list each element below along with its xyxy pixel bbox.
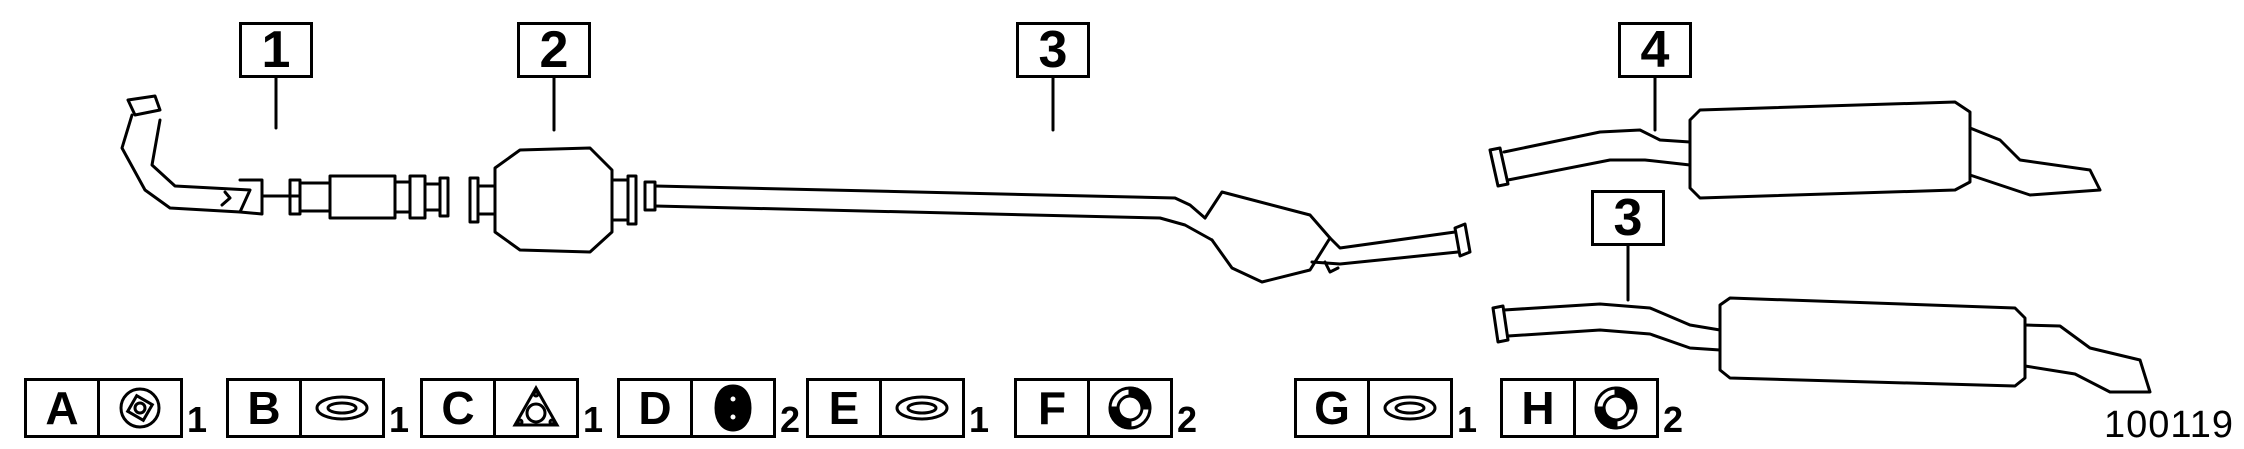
legend-letter: B	[229, 381, 302, 435]
callout-3: 3	[1016, 22, 1090, 78]
legend-quantity: 1	[187, 399, 208, 440]
intermediate-pipe-part-3	[643, 180, 1472, 284]
rubber-hanger-icon	[693, 381, 773, 435]
callout-4: 4	[1618, 22, 1692, 78]
legend-item-e: E 1	[806, 374, 989, 438]
legend-letter: A	[27, 381, 100, 435]
legend-frame: G	[1294, 378, 1453, 438]
legend-quantity: 2	[1663, 399, 1684, 440]
three-bolt-gasket-icon	[496, 381, 576, 435]
rear-silencer-part-4	[1488, 100, 2102, 200]
legend-frame: C	[420, 378, 579, 438]
callout-1: 1	[239, 22, 313, 78]
legend-frame: A	[24, 378, 183, 438]
seal-ring-icon	[1370, 381, 1450, 435]
legend-quantity: 2	[780, 399, 801, 440]
legend-quantity: 1	[1457, 399, 1478, 440]
legend-quantity: 1	[389, 399, 410, 440]
legend-item-h: H 2	[1500, 374, 1683, 438]
legend-item-a: A 1	[24, 374, 207, 438]
legend-letter: C	[423, 381, 496, 435]
legend-item-d: D 2	[617, 374, 800, 438]
legend-letter: H	[1503, 381, 1576, 435]
legend-letter: D	[620, 381, 693, 435]
diagram-reference-number: 100119	[2104, 404, 2234, 446]
legend-frame: D	[617, 378, 776, 438]
rear-silencer-alt-part-3	[1491, 296, 2152, 394]
legend-item-f: F 2	[1014, 374, 1197, 438]
legend-item-g: G 1	[1294, 374, 1477, 438]
legend-quantity: 2	[1177, 399, 1198, 440]
legend-frame: F	[1014, 378, 1173, 438]
legend-quantity: 1	[969, 399, 990, 440]
legend-quantity: 1	[583, 399, 604, 440]
legend-item-c: C 1	[420, 374, 603, 438]
callout-2: 2	[517, 22, 591, 78]
callout-3-alt: 3	[1591, 190, 1665, 246]
catalytic-converter-part-2	[468, 146, 638, 254]
flange-gasket-icon	[100, 381, 180, 435]
front-pipe-part-1	[120, 94, 450, 220]
legend-frame: H	[1500, 378, 1659, 438]
legend-letter: E	[809, 381, 882, 435]
legend-letter: F	[1017, 381, 1090, 435]
pipe-clamp-icon	[1576, 381, 1656, 435]
pipe-clamp-icon	[1090, 381, 1170, 435]
seal-ring-icon	[302, 381, 382, 435]
legend-frame: B	[226, 378, 385, 438]
legend-frame: E	[806, 378, 965, 438]
legend-letter: G	[1297, 381, 1370, 435]
legend-item-b: B 1	[226, 374, 409, 438]
seal-ring-icon	[882, 381, 962, 435]
